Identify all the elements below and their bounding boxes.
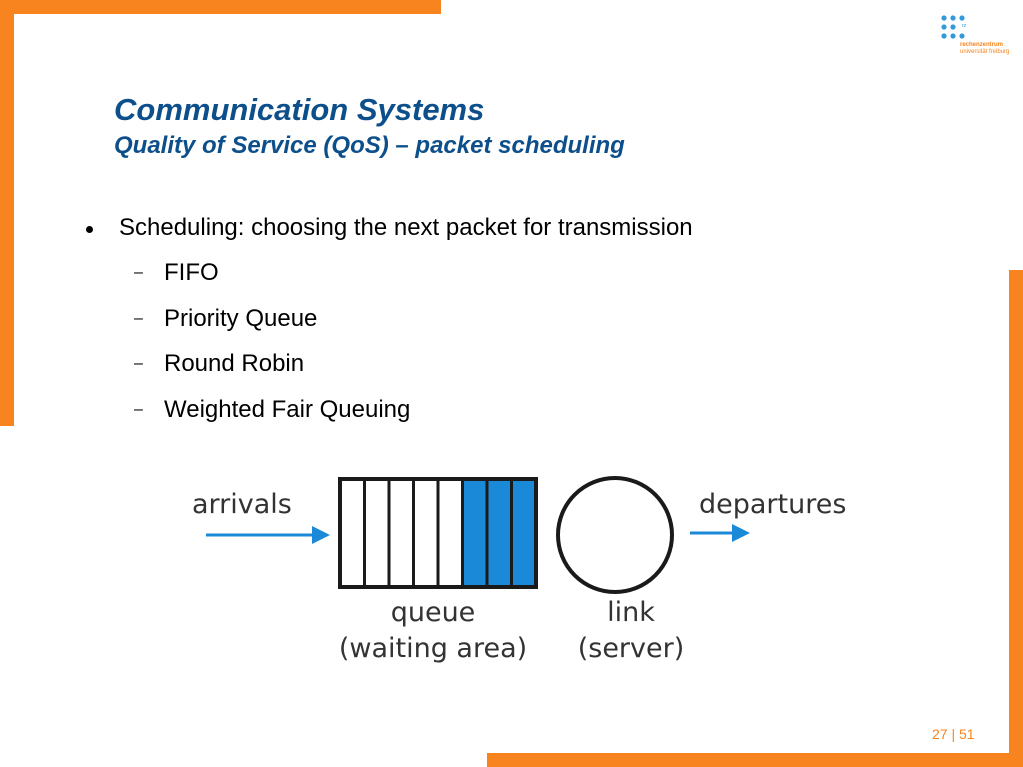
slide-title: Communication Systems (114, 92, 485, 127)
queue-label-line2: (waiting area) (338, 633, 528, 664)
queue-outline (338, 477, 538, 589)
queued-packet (485, 477, 513, 589)
empty-queue-slot (387, 477, 415, 589)
link-label-line2: (server) (577, 633, 685, 664)
server-circle (556, 476, 674, 594)
empty-queue-slot (412, 477, 440, 589)
logo-line2: universität freiburg (960, 49, 1010, 55)
dash-marker: – (134, 355, 143, 372)
queue-diagram-svg (206, 476, 750, 594)
right-orange-bar (1009, 270, 1023, 767)
logo-line1: rechenzentrum (960, 42, 1004, 48)
link-label: link (server) (564, 595, 698, 667)
dash-marker: – (134, 264, 143, 281)
sub-item-text: FIFO (164, 259, 219, 286)
slide-subtitle: Quality of Service (QoS) – packet schedu… (114, 132, 625, 159)
sub-item-text: Weighted Fair Queuing (164, 396, 411, 423)
logo-dots-icon (941, 15, 965, 39)
sub-item-text: Round Robin (164, 350, 305, 377)
top-orange-bar (0, 0, 441, 14)
main-bullet-text: Scheduling: choosing the next packet for… (119, 214, 693, 241)
bullet-dot-icon (86, 226, 93, 233)
link-label-line1: link (607, 597, 655, 628)
university-logo: rz rechenzentrum universität freiburg (940, 14, 1010, 64)
empty-queue-slot (436, 477, 464, 589)
sub-item-text: Priority Queue (164, 305, 318, 332)
empty-queue-slot (363, 477, 391, 589)
queue-label: queue (waiting area) (326, 595, 540, 667)
departures-label: departures (699, 489, 847, 520)
left-orange-bar (0, 0, 14, 426)
bottom-orange-bar (487, 753, 1023, 767)
queued-packet (510, 477, 538, 589)
arrival-arrow-icon (206, 526, 330, 544)
page-separator: | (951, 726, 956, 742)
arrivals-label: arrivals (192, 489, 292, 520)
logo-text: rechenzentrum universität freiburg (960, 42, 1009, 56)
logo-rz: rz (962, 23, 967, 29)
page-number: 27 | 51 (932, 726, 975, 742)
queue-diagram: arrivals departures queue (waiting area)… (180, 465, 880, 675)
page-current: 27 (932, 726, 948, 742)
queue-box (338, 477, 538, 589)
page-total: 51 (959, 726, 975, 742)
departure-arrow-icon (690, 524, 750, 542)
dash-marker: – (134, 310, 143, 327)
dash-marker: – (134, 401, 143, 418)
queue-label-line1: queue (390, 597, 476, 628)
queued-packet (461, 477, 489, 589)
empty-queue-slot (338, 477, 366, 589)
